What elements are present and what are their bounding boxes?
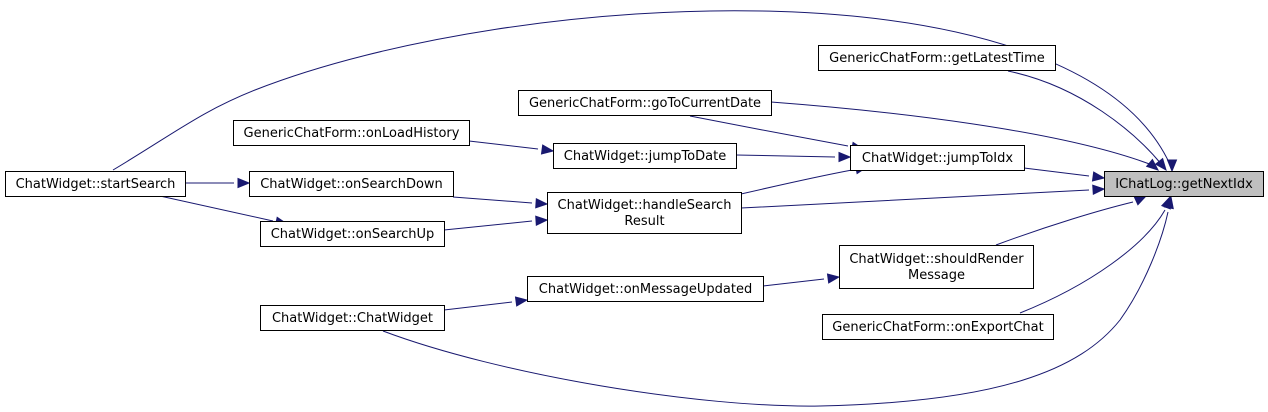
node-label: ChatWidget::startSearch [16, 177, 176, 192]
edge-arrowhead [826, 273, 841, 284]
node-onExportChat[interactable]: GenericChatForm::onExportChat [822, 314, 1054, 340]
edge-line [452, 196, 533, 204]
edge-line [770, 101, 1153, 166]
node-label: ChatWidget::ChatWidget [272, 311, 433, 326]
edge-startSearch-to-onSearchDown [185, 177, 251, 189]
node-box [839, 245, 1034, 289]
node-label: ChatWidget::jumpToDate [564, 149, 726, 164]
node-label: IChatLog::getNextIdx [1115, 177, 1253, 192]
edge-line [382, 211, 1169, 407]
node-label: GenericChatForm::goToCurrentDate [529, 96, 761, 111]
edge-arrowhead [838, 151, 852, 163]
edge-arrowhead [514, 296, 529, 307]
edge-line [1007, 70, 1163, 166]
edge-line [740, 169, 853, 195]
node-onSearchUp[interactable]: ChatWidget::onSearchUp [260, 221, 445, 247]
node-onMessageUpdated[interactable]: ChatWidget::onMessageUpdated [527, 276, 764, 302]
edge-line [762, 278, 825, 287]
edge-arrowhead [1166, 159, 1178, 173]
edge-handleSearchResult-to-target [740, 184, 1106, 209]
node-box [547, 192, 742, 234]
node-target: IChatLog::getNextIdx [1104, 171, 1264, 197]
node-box [553, 143, 737, 169]
edge-arrowhead [535, 198, 549, 209]
edge-arrowhead [237, 177, 251, 189]
edge-onExportChat-to-target [1019, 195, 1171, 314]
edge-getLatestTime-to-target [1007, 70, 1167, 172]
edge-handleSearchResult-to-jumpToIdx [740, 164, 869, 195]
edge-arrowhead [1092, 184, 1106, 195]
node-box [233, 120, 470, 146]
edge-arrowhead [1145, 158, 1160, 171]
node-box [822, 314, 1054, 340]
node-box [5, 171, 186, 197]
edge-onSearchUp-to-handleSearchResult [443, 215, 549, 231]
node-label: GenericChatForm::onLoadHistory [244, 126, 460, 141]
edge-jumpToIdx-to-target [1023, 167, 1106, 182]
node-box [1104, 171, 1264, 197]
node-goToCurrentDate[interactable]: GenericChatForm::goToCurrentDate [518, 90, 772, 116]
edge-line [159, 195, 274, 222]
node-label: ChatWidget::onSearchDown [260, 177, 443, 192]
node-box [249, 171, 454, 197]
edge-line [740, 189, 1090, 209]
node-label: ChatWidget::shouldRender [849, 252, 1024, 267]
node-box [260, 305, 445, 331]
edge-onLoadHistory-to-jumpToDate [468, 140, 555, 155]
edge-line [735, 154, 836, 158]
node-chatWidgetCtor[interactable]: ChatWidget::ChatWidget [260, 305, 445, 331]
edge-chatWidgetCtor-to-onMessageUpdated [443, 296, 529, 311]
edge-line [995, 201, 1134, 246]
node-onSearchDown[interactable]: ChatWidget::onSearchDown [249, 171, 454, 197]
edge-jumpToDate-to-jumpToIdx [735, 151, 852, 163]
nodes-layer: IChatLog::getNextIdx GenericChatForm::get… [5, 45, 1264, 340]
edge-arrowhead [540, 144, 555, 155]
node-label: ChatWidget::handleSearch [558, 198, 732, 213]
node-box [527, 276, 764, 302]
node-jumpToIdx[interactable]: ChatWidget::jumpToIdx [850, 145, 1025, 171]
edge-line [468, 140, 539, 150]
node-label: ChatWidget::onMessageUpdated [539, 282, 752, 297]
edge-onSearchDown-to-handleSearchResult [452, 196, 549, 209]
node-label: Message [908, 268, 965, 283]
edge-arrowhead [535, 215, 549, 226]
node-getLatestTime[interactable]: GenericChatForm::getLatestTime [818, 45, 1056, 71]
node-jumpToDate[interactable]: ChatWidget::jumpToDate [553, 143, 737, 169]
edge-line [443, 220, 533, 231]
edge-chatWidgetCtor-to-target [382, 195, 1174, 407]
edge-goToCurrentDate-to-target [770, 101, 1160, 171]
edge-line [1023, 167, 1090, 177]
node-box [818, 45, 1056, 71]
node-label: Result [624, 214, 664, 229]
edge-line [689, 115, 849, 147]
node-startSearch[interactable]: ChatWidget::startSearch [5, 171, 186, 197]
node-label: GenericChatForm::getLatestTime [829, 51, 1045, 66]
edge-arrowhead [1154, 157, 1167, 172]
node-label: GenericChatForm::onExportChat [832, 320, 1043, 335]
node-label: ChatWidget::jumpToIdx [862, 151, 1013, 166]
node-box [260, 221, 445, 247]
edge-onMessageUpdated-to-shouldRenderMessage [762, 273, 841, 287]
edge-line [443, 301, 513, 311]
edge-arrowhead [1091, 171, 1106, 182]
node-box [518, 90, 772, 116]
node-box [850, 145, 1025, 171]
node-onLoadHistory[interactable]: GenericChatForm::onLoadHistory [233, 120, 470, 146]
node-label: ChatWidget::onSearchUp [271, 227, 435, 242]
edge-line [1019, 209, 1166, 314]
edge-shouldRenderMessage-to-target [995, 195, 1148, 246]
edge-arrowhead [1163, 195, 1174, 210]
edge-arrowhead [1133, 195, 1148, 206]
